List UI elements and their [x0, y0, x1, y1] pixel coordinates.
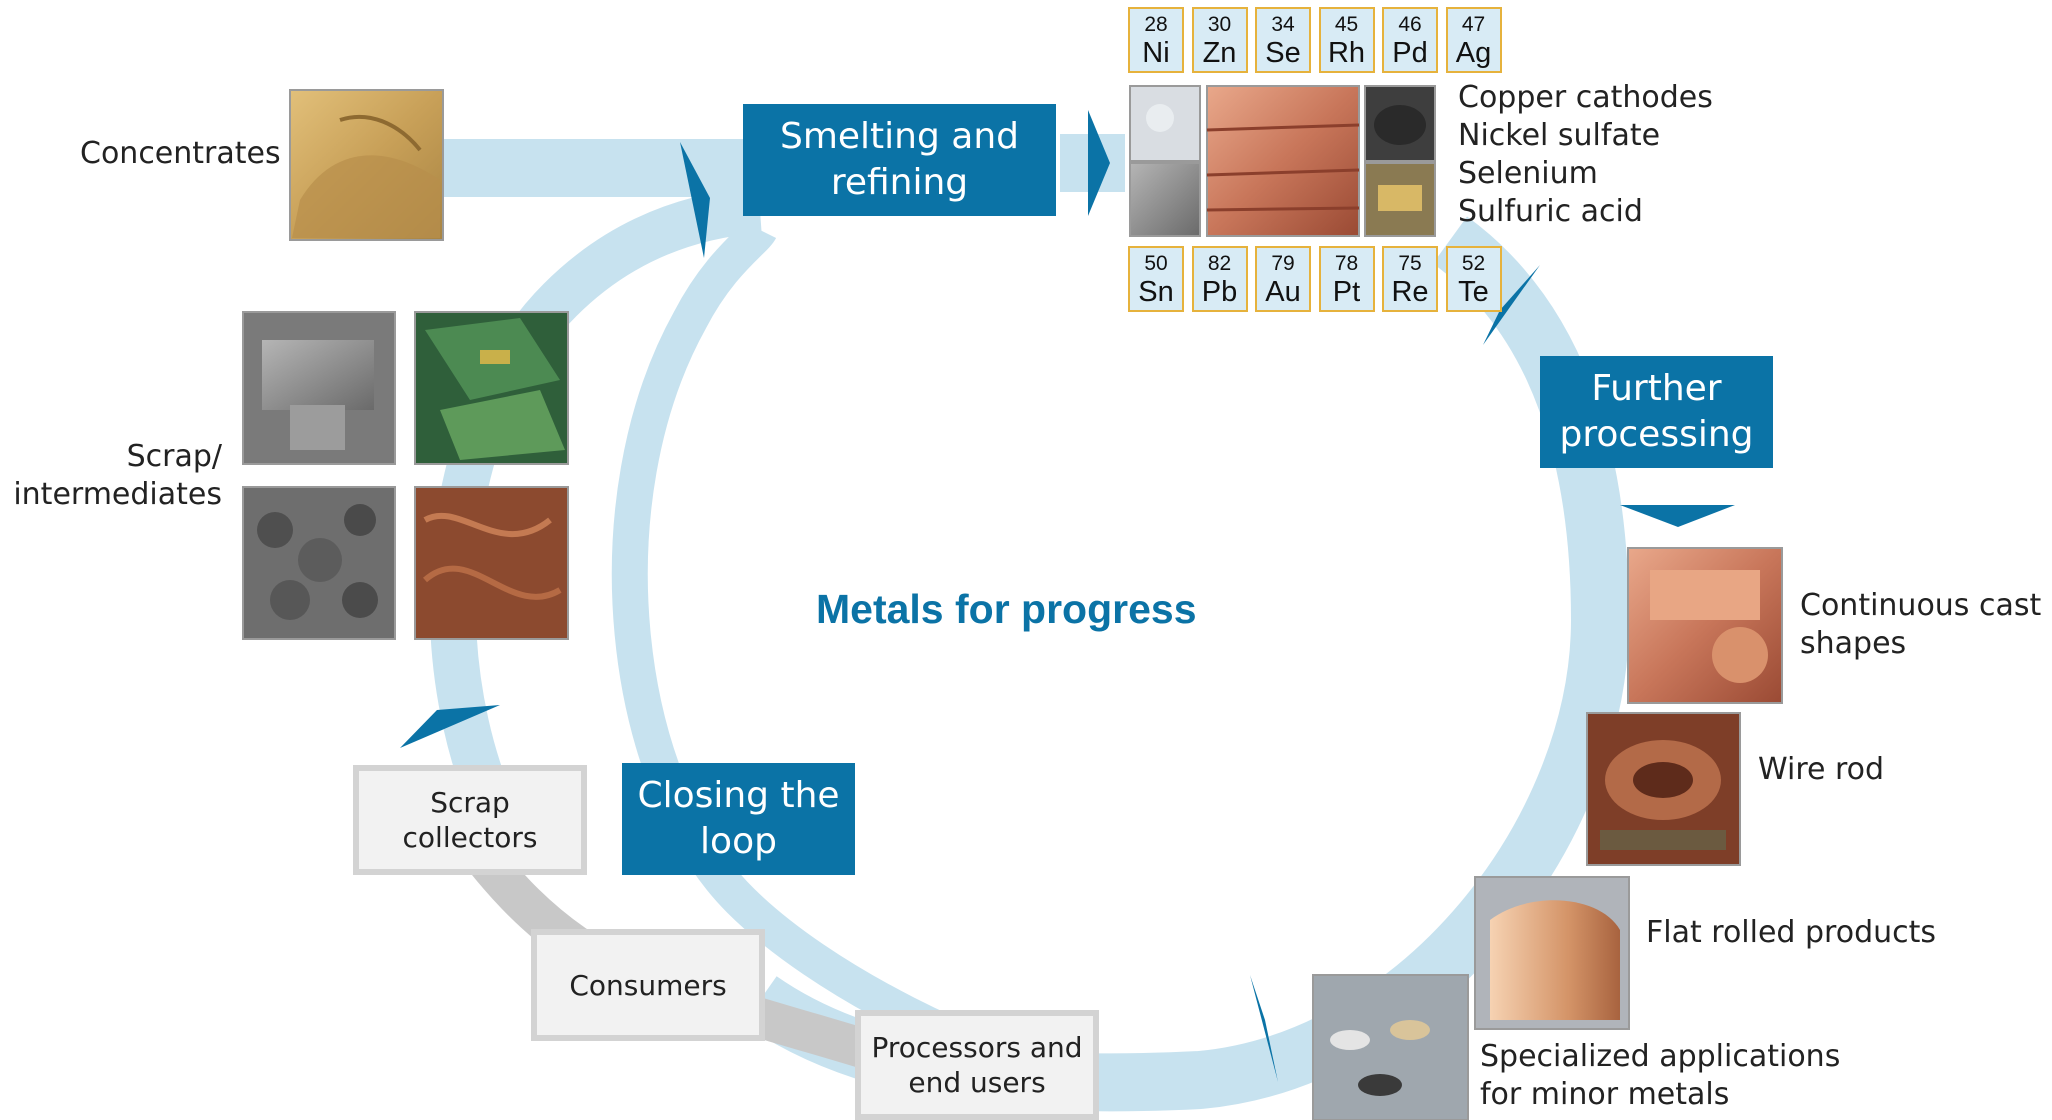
continuous-cast-line2: shapes: [1800, 626, 1907, 661]
scrap-photo-circuit-boards: [414, 311, 569, 465]
flat-rolled-label: Flat rolled products: [1646, 915, 1937, 950]
atomic-number: 78: [1334, 252, 1359, 275]
refined-product-sulfuric-acid: Sulfuric acid: [1458, 194, 1643, 229]
arrow-left-icon: [1250, 975, 1278, 1082]
scrap-label-line2: intermediates: [13, 477, 222, 512]
refined-photo-gold-bar: [1364, 162, 1436, 237]
element-symbol: Te: [1458, 276, 1489, 308]
atomic-number: 34: [1271, 13, 1295, 36]
atomic-number: 75: [1398, 252, 1422, 275]
continuous-cast-label: Continuous cast shapes: [1800, 587, 2041, 663]
element-symbol: Pb: [1201, 276, 1238, 308]
atomic-number: 82: [1207, 252, 1232, 275]
refined-product-nickel-sulfate: Nickel sulfate: [1458, 118, 1661, 153]
element-symbol: Re: [1391, 276, 1429, 308]
further-processing-stage: Further processing: [1540, 356, 1773, 468]
further-label-line2: processing: [1559, 414, 1754, 455]
consumers-node: Consumers: [531, 929, 765, 1041]
specialized-line1: Specialized applications: [1480, 1039, 1841, 1074]
element-symbol: Sn: [1138, 276, 1174, 308]
scrap-intermediates-label: Scrap/ intermediates: [13, 438, 222, 514]
smelting-label-line1: Smelting and: [779, 116, 1020, 157]
closing-label-line1: Closing the: [637, 775, 840, 816]
product-photo-flat-rolled: [1474, 876, 1630, 1030]
atomic-number: 46: [1398, 13, 1422, 36]
atomic-number: 45: [1334, 13, 1359, 36]
atomic-number: 28: [1144, 13, 1168, 36]
element-symbol: Se: [1265, 37, 1301, 69]
atomic-number: 52: [1461, 252, 1486, 275]
arrow-down-right-icon: [1483, 265, 1540, 345]
processors-line1: Processors and: [871, 1031, 1083, 1064]
refined-product-copper-cathodes: Copper cathodes: [1458, 80, 1713, 115]
product-photo-wire-rod: [1586, 712, 1741, 866]
wire-rod-label: Wire rod: [1758, 752, 1885, 787]
smelting-label-line2: refining: [830, 162, 969, 203]
closing-loop-stage: Closing the loop: [622, 763, 855, 875]
smelting-refining-stage: Smelting and refining: [743, 104, 1056, 216]
atomic-number: 79: [1271, 252, 1295, 275]
element-symbol: Pt: [1332, 276, 1361, 308]
refined-product-selenium: Selenium: [1458, 156, 1598, 191]
element-symbol: Ag: [1455, 37, 1492, 69]
element-symbol: Rh: [1327, 37, 1366, 69]
product-photo-minor-metals: [1312, 974, 1469, 1120]
concentrates-photo: [289, 89, 444, 241]
refined-photo-metal-plate: [1129, 162, 1201, 237]
element-symbol: Zn: [1202, 37, 1237, 69]
processors-end-users-node: Processors and end users: [855, 1010, 1099, 1120]
continuous-cast-line1: Continuous cast: [1800, 588, 2042, 623]
refined-products-list: Copper cathodes Nickel sulfate Selenium …: [1458, 79, 1713, 231]
arrow-up-left-icon: [400, 705, 500, 748]
refined-photo-selenium: [1364, 85, 1436, 162]
scrap-photo-anode: [242, 311, 396, 465]
atomic-number: 30: [1207, 13, 1232, 36]
concentrates-label: Concentrates: [80, 136, 281, 171]
refined-photo-copper-cathodes: [1206, 85, 1360, 237]
atomic-number: 47: [1461, 13, 1486, 36]
scrap-label-line1: Scrap/: [126, 439, 222, 474]
specialized-line2: for minor metals: [1480, 1077, 1730, 1112]
scrap-collectors-line2: collectors: [402, 821, 538, 854]
scrap-photo-copper-wire: [414, 486, 569, 640]
further-label-line1: Further: [1591, 368, 1722, 409]
element-symbol: Ni: [1142, 37, 1170, 69]
processors-line2: end users: [908, 1066, 1046, 1099]
specialized-applications-label: Specialized applications for minor metal…: [1480, 1038, 1840, 1114]
scrap-collectors-line1: Scrap: [430, 786, 510, 819]
refined-photo-nickel-bag: [1129, 85, 1201, 162]
closing-label-line2: loop: [700, 821, 777, 862]
arrow-down-icon: [1620, 505, 1735, 527]
scrap-collectors-node: Scrap collectors: [353, 765, 587, 875]
consumers-label: Consumers: [569, 968, 727, 1002]
diagram-title: Metals for progress: [816, 586, 1197, 632]
element-symbol: Pd: [1392, 37, 1428, 69]
arrow-right-icon: [1088, 110, 1110, 216]
scrap-photo-rubble: [242, 486, 396, 640]
product-photo-cast-shapes: [1627, 547, 1783, 704]
arrow-up-icon: [680, 142, 710, 258]
atomic-number: 50: [1144, 252, 1168, 275]
element-symbol: Au: [1265, 276, 1301, 308]
